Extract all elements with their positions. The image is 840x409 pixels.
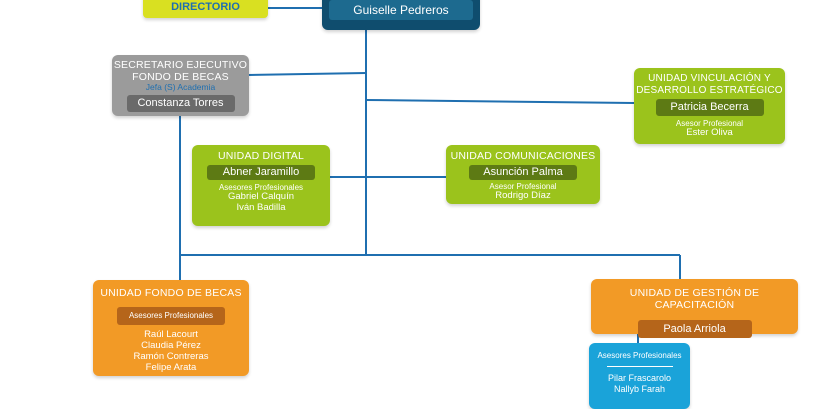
vinculacion-advisor: Ester Oliva [686, 127, 733, 139]
top-executive-name: Guiselle Pedreros [329, 0, 473, 20]
vinculacion-name: Patricia Becerra [655, 99, 764, 116]
becas-advisor: Claudia Pérez [141, 339, 201, 351]
secretario-box: SECRETARIO EJECUTIVO FONDO DE BECAS Jefa… [112, 55, 249, 116]
comunicaciones-name: Asunción Palma [469, 165, 577, 181]
comunicaciones-box: UNIDAD COMUNICACIONES Asunción Palma Ase… [446, 145, 600, 204]
vinculacion-advisor-label: Asesor Profesional [675, 119, 744, 128]
directorio-label: DIRECTORIO [171, 1, 240, 13]
capacitacion-title: UNIDAD DE GESTIÓN DE CAPACITACIÓN [629, 287, 760, 312]
digital-name: Abner Jaramillo [207, 165, 315, 181]
capacitacion-asesor: Nallyb Farah [613, 383, 666, 394]
secretario-title-line2: FONDO DE BECAS [132, 71, 229, 84]
vinculacion-title-line1: UNIDAD VINCULACIÓN Y [648, 73, 771, 84]
vinculacion-title-line2: DESARROLLO ESTRATÉGICO [636, 84, 783, 96]
capacitacion-asesores-label: Asesores Profesionales [597, 351, 682, 360]
becas-advisor-label: Asesores Profesionales [117, 307, 225, 326]
digital-advisor-label: Asesores Profesionales [218, 183, 304, 193]
connector-line [365, 99, 635, 104]
capacitacion-box: UNIDAD DE GESTIÓN DE CAPACITACIÓN Paola … [591, 279, 798, 339]
becas-title: UNIDAD FONDO DE BECAS [100, 287, 242, 299]
directorio-box: DIRECTORIO [143, 0, 268, 18]
becas-advisor: Raúl Lacourt [144, 329, 198, 341]
digital-title: UNIDAD DIGITAL [217, 150, 305, 162]
capacitacion-asesores-box: Asesores Profesionales Pilar Frascarolo … [589, 343, 690, 409]
capacitacion-asesores-divider [606, 366, 673, 368]
comunicaciones-advisor: Rodrigo Díaz [495, 190, 551, 202]
secretario-name: Constanza Torres [126, 94, 235, 112]
secretario-title-line1: SECRETARIO EJECUTIVO [113, 59, 248, 71]
vinculacion-box: UNIDAD VINCULACIÓN Y DESARROLLO ESTRATÉG… [634, 68, 785, 144]
comunicaciones-title: UNIDAD COMUNICACIONES [450, 150, 596, 162]
becas-advisor: Ramón Contreras [133, 350, 209, 362]
digital-box: UNIDAD DIGITAL Abner Jaramillo Asesores … [192, 145, 330, 226]
comunicaciones-advisor-label: Asesor Profesional [489, 182, 557, 192]
secretario-subtitle: Jefa (S) Academia [145, 82, 216, 93]
top-executive-box: Guiselle Pedreros [322, 0, 480, 30]
becas-box: UNIDAD FONDO DE BECAS Asesores Profesion… [93, 280, 249, 376]
connector-line [247, 72, 367, 76]
capacitacion-name: Paola Arriola [637, 320, 752, 339]
digital-advisor: Gabriel Calquín [227, 191, 294, 203]
connector-lines [179, 7, 681, 345]
capacitacion-asesor: Pilar Frascarolo [607, 373, 672, 384]
digital-advisor: Iván Badilla [236, 202, 286, 214]
becas-advisor: Felipe Arata [145, 361, 197, 373]
